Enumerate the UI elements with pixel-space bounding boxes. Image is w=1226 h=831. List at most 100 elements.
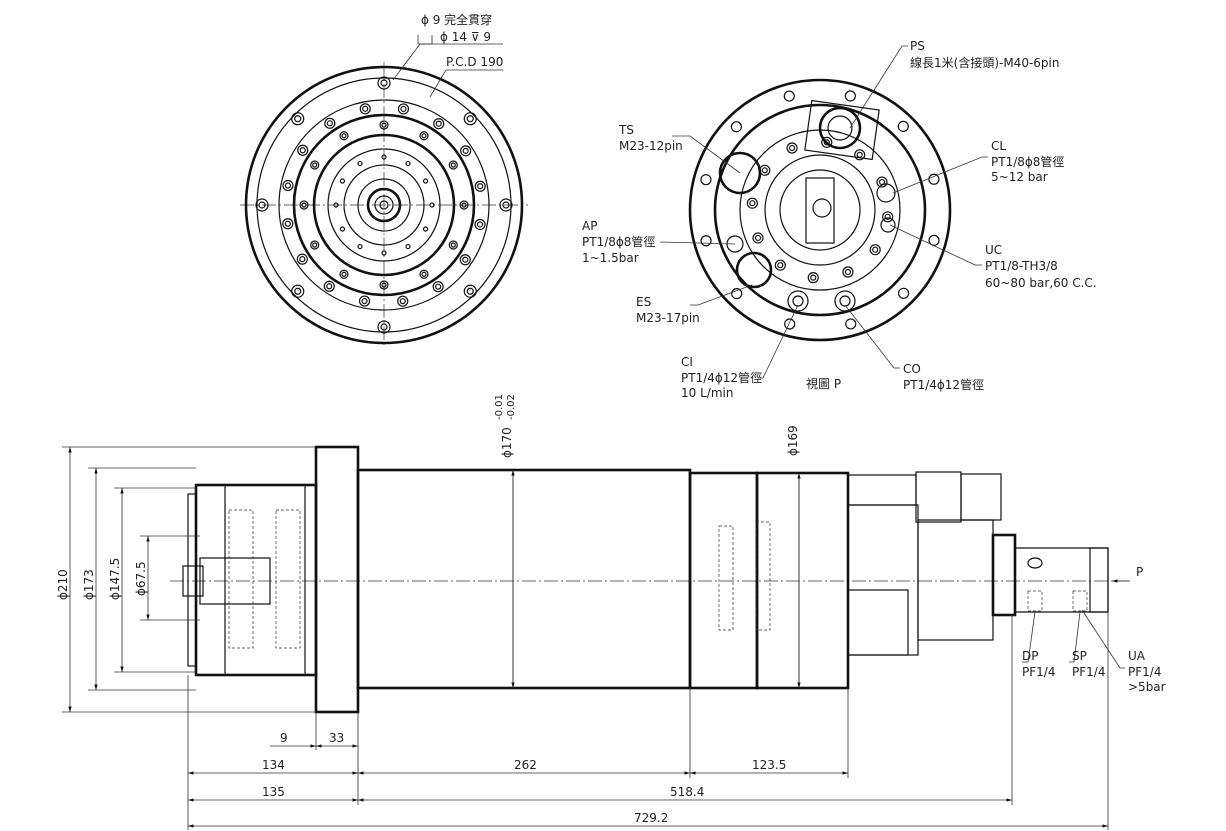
callout-ci-spec: PT1/4ϕ12管徑: [681, 370, 762, 385]
bolt-hole: [435, 283, 442, 290]
bolt-hole: [463, 112, 477, 126]
bolt-hole: [339, 178, 346, 184]
bolt-hole: [379, 280, 389, 290]
callout-cl-name: CL: [991, 139, 1006, 153]
bolt-hole: [882, 211, 894, 223]
view-p-title: 視圖 P: [806, 376, 841, 391]
dim-d169: ϕ169: [786, 425, 800, 456]
bolt-hole: [421, 271, 427, 277]
dim-l33: 33: [329, 731, 344, 745]
pcd-label: P.C.D 190: [446, 55, 503, 69]
bolt-hole: [749, 200, 756, 207]
bolt-hole: [844, 90, 856, 102]
bolt-hole: [377, 76, 391, 90]
bolt-hole: [381, 282, 387, 288]
bolt-hole: [435, 120, 442, 127]
callout-uc-spec: PT1/8-TH3/8: [985, 259, 1058, 273]
bolt-hole: [362, 105, 369, 112]
bolt-hole: [477, 183, 484, 190]
bolt-hole: [341, 133, 347, 139]
bolt-hole: [282, 218, 294, 230]
bolt-hole: [845, 318, 857, 330]
bolt-hole: [284, 220, 291, 227]
callout-cl-pressure: 5~12 bar: [991, 170, 1048, 184]
bolt-hole: [884, 213, 891, 220]
bolt-hole: [459, 254, 471, 266]
callout-ps-name: PS: [910, 39, 925, 53]
dim-d210: ϕ210: [56, 569, 70, 600]
dim-d67: ϕ67.5: [134, 561, 148, 596]
bolt-hole: [499, 198, 513, 212]
dim-d170-tol-lower: -0.02: [506, 394, 517, 420]
view-p-arrow-label: P: [1136, 565, 1143, 579]
bolt-hole: [700, 174, 712, 186]
callout-ap-spec: PT1/8ϕ8管徑: [582, 234, 655, 249]
bolt-hole: [448, 160, 458, 170]
bolt-hole: [301, 202, 307, 208]
bolt-hole: [731, 287, 743, 300]
port-dp-name: DP: [1022, 649, 1038, 663]
port-sp-name: SP: [1072, 649, 1087, 663]
bolt-hole: [730, 121, 743, 133]
bolt-hole: [377, 320, 391, 334]
bolt-hole: [700, 235, 712, 247]
bolt-hole: [324, 117, 336, 129]
callout-uc-name: UC: [985, 243, 1002, 257]
port-ua-pressure: >5bar: [1128, 680, 1166, 694]
callout-ci-flow: 10 L/min: [681, 386, 733, 400]
bolt-hole: [296, 253, 308, 265]
bolt-hole: [777, 262, 784, 269]
bolt-hole: [476, 221, 484, 228]
bolt-hole: [255, 198, 269, 212]
callout-ts-name: TS: [618, 123, 634, 137]
bolt-hole: [752, 232, 764, 244]
bolt-hole: [381, 122, 387, 128]
dim-d173: ϕ173: [82, 569, 96, 600]
bolt-hole: [312, 162, 318, 168]
bolt-hole: [379, 120, 389, 130]
bolt-hole: [326, 283, 333, 290]
bolt-hole: [432, 281, 444, 293]
bolt-hole: [323, 280, 335, 292]
callout-es-name: ES: [636, 295, 651, 309]
dim-l262: 262: [514, 758, 537, 772]
bolt-hole: [474, 218, 486, 231]
bolt-hole: [872, 246, 879, 253]
bolt-hole: [333, 202, 339, 208]
front-view: ϕ 9 完全貫穿 ϕ 14 ⊽ 9 P.C.D 190: [240, 12, 528, 348]
bolt-hole: [474, 180, 486, 192]
bolt-hole: [310, 240, 320, 250]
bolt-hole: [419, 269, 429, 279]
bolt-hole: [746, 197, 758, 209]
callout-ap-name: AP: [582, 219, 597, 233]
bolt-hole: [291, 112, 305, 126]
callout-ts-spec: M23-12pin: [619, 139, 683, 153]
dim-d170: ϕ170: [500, 427, 514, 458]
rear-view: PS 線長1米(含接頭)-M40-6pin TS M23-12pin CL PT…: [582, 39, 1097, 400]
bolt-hole: [310, 160, 320, 170]
bolt-hole: [339, 131, 349, 141]
callout-ci-name: CI: [681, 355, 693, 369]
bolt-hole: [339, 226, 346, 232]
dim-l134: 134: [262, 758, 285, 772]
bolt-hole: [312, 242, 318, 248]
bolt-hole: [433, 118, 445, 130]
bolt-hole: [928, 173, 940, 185]
callout-cl-spec: PT1/8ϕ8管徑: [991, 154, 1064, 169]
bolt-hole: [502, 201, 510, 209]
bolt-hole: [358, 295, 371, 307]
callout-uc-pressure: 60~80 bar,60 C.C.: [985, 276, 1097, 290]
bolt-hole: [397, 295, 409, 307]
bolt-hole: [466, 287, 474, 295]
bolt-hole: [282, 179, 294, 192]
bolt-hole: [294, 115, 302, 123]
bolt-hole: [878, 178, 886, 186]
bolt-hole: [448, 240, 458, 250]
bolt-hole: [421, 133, 427, 139]
bolt-hole: [299, 256, 306, 263]
bolt-hole: [381, 154, 387, 160]
bolt-hole: [784, 318, 796, 330]
bolt-hole: [821, 136, 833, 148]
bolt-hole: [341, 271, 347, 277]
